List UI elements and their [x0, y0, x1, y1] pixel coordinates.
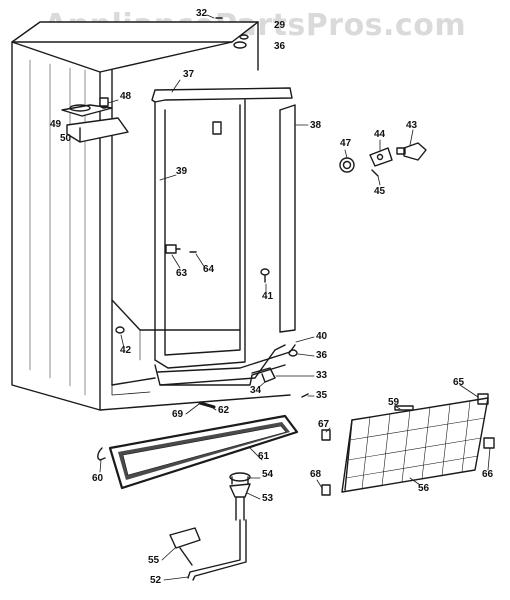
callout-68: 68 — [310, 469, 322, 480]
cabinet-shell — [11, 21, 291, 411]
callout-49: 49 — [50, 119, 62, 130]
toe-grille — [108, 414, 299, 490]
callout-40: 40 — [316, 331, 328, 342]
callout-54: 54 — [262, 469, 274, 480]
callout-55: 55 — [148, 555, 160, 566]
callout-60: 60 — [92, 473, 104, 484]
callout-43: 43 — [406, 120, 418, 131]
callout-34: 34 — [250, 385, 262, 396]
callout-41: 41 — [262, 291, 274, 302]
grille-clips — [321, 393, 495, 496]
callout-63: 63 — [176, 268, 188, 279]
callout-44: 44 — [374, 129, 386, 140]
callout-38: 38 — [310, 120, 322, 131]
leader-lines — [99, 14, 491, 581]
callout-50: 50 — [60, 133, 72, 144]
bottom-rail — [157, 344, 296, 373]
callout-36-top: 36 — [274, 41, 286, 52]
hinge-parts — [339, 142, 427, 177]
callout-32: 32 — [196, 8, 208, 19]
callout-59: 59 — [388, 397, 400, 408]
callout-39: 39 — [176, 166, 188, 177]
hook-part — [97, 447, 106, 461]
callout-45: 45 — [374, 186, 386, 197]
door-frame — [151, 87, 296, 386]
callout-69: 69 — [172, 409, 184, 420]
callout-47: 47 — [340, 138, 352, 149]
callout-67: 67 — [318, 419, 330, 430]
fasteners — [115, 17, 309, 398]
callout-66: 66 — [482, 469, 494, 480]
pin-part — [198, 401, 216, 409]
callout-53: 53 — [262, 493, 274, 504]
drain-parts — [229, 472, 251, 521]
callout-64: 64 — [203, 264, 215, 275]
callout-61: 61 — [258, 451, 270, 462]
rear-grille — [341, 397, 489, 493]
callout-62: 62 — [218, 405, 230, 416]
callout-56: 56 — [418, 483, 430, 494]
drain-tube — [169, 519, 247, 581]
callout-33: 33 — [316, 370, 328, 381]
callout-42: 42 — [120, 345, 132, 356]
callout-52: 52 — [150, 575, 162, 586]
callout-65: 65 — [453, 377, 465, 388]
callout-48: 48 — [120, 91, 132, 102]
door-stop-bracket — [251, 367, 276, 383]
callout-29: 29 — [274, 20, 286, 31]
bracket-part — [61, 97, 129, 143]
callout-35: 35 — [316, 390, 328, 401]
callout-36-bottom: 36 — [316, 350, 328, 361]
callout-37: 37 — [183, 69, 195, 80]
